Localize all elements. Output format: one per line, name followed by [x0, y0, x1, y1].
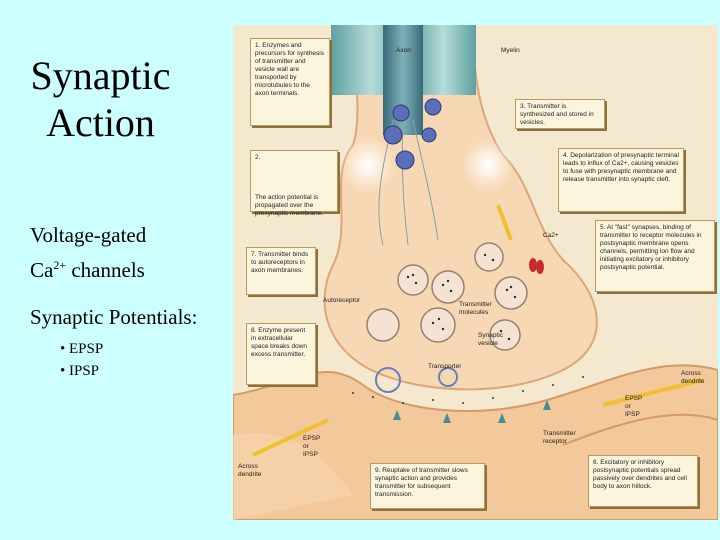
- label-axon: Axon: [396, 47, 411, 54]
- annotation-box-3: 3. Transmitter is synthesized and stored…: [515, 99, 605, 129]
- potentials-list: • EPSP • IPSP: [60, 338, 103, 382]
- slide-title: Synaptic Action: [18, 52, 183, 146]
- label-autoreceptor: Autoreceptor: [323, 297, 361, 304]
- annotation-box-7: 7. Transmitter binds to autoreceptors in…: [246, 247, 316, 295]
- label-synaptic-vesicle: Synaptic vesicle: [478, 332, 503, 347]
- annotation-box-8: 8. Enzyme present in extracellular space…: [246, 323, 316, 385]
- bullet-epsp: • EPSP: [60, 341, 104, 357]
- label-myelin: Myelin: [501, 47, 520, 54]
- label-across-dendrite-right: Across dendrite: [681, 370, 705, 385]
- potentials-heading: Synaptic Potentials:: [30, 305, 198, 329]
- synapse-figure: 1. Enzymes and precursors for synthesis …: [233, 25, 718, 520]
- annotation-box-1: 1. Enzymes and precursors for synthesis …: [250, 38, 330, 126]
- channels-text: channels: [66, 258, 145, 282]
- label-epsp-ipsp-right: EPSP or IPSP: [625, 395, 643, 418]
- label-transporter: Transporter: [428, 363, 462, 370]
- label-across-dendrite-left: Across dendrite: [238, 463, 262, 478]
- ca-superscript: 2+: [53, 258, 67, 272]
- voltage-gated-line1: Voltage-gated: [30, 223, 147, 247]
- voltage-gated-line2: Ca2+ channels: [30, 250, 146, 285]
- ca-text: Ca: [30, 258, 54, 282]
- annotation-box-2-number: 2.: [255, 154, 261, 161]
- annotation-box-6: 6. Excitatory or inhibitory postsynaptic…: [588, 455, 698, 507]
- slide-title-line1: Synaptic: [30, 53, 171, 98]
- label-ca2: Ca2+: [543, 232, 559, 239]
- annotation-box-2-caption: The action potential is propagated over …: [255, 194, 323, 217]
- annotation-box-9: 9. Reuptake of transmitter slows synapti…: [370, 463, 485, 509]
- label-transmitter-molecules: Transmitter molecules: [459, 301, 492, 316]
- bullet-ipsp: • IPSP: [60, 363, 100, 379]
- annotation-box-5: 5. At "fast" synapses, binding of transm…: [595, 220, 715, 292]
- annotation-box-4: 4. Depolarization of presynaptic termina…: [558, 148, 684, 212]
- label-transmitter-receptor: Transmitter receptor: [543, 430, 576, 445]
- annotation-box-2: 2. The action potential is propagated ov…: [250, 150, 338, 217]
- slide-title-line2: Action: [46, 100, 155, 145]
- voltage-gated-text: Voltage-gated Ca2+ channels: [30, 220, 146, 285]
- label-epsp-ipsp-left: EPSP or IPSP: [303, 435, 321, 458]
